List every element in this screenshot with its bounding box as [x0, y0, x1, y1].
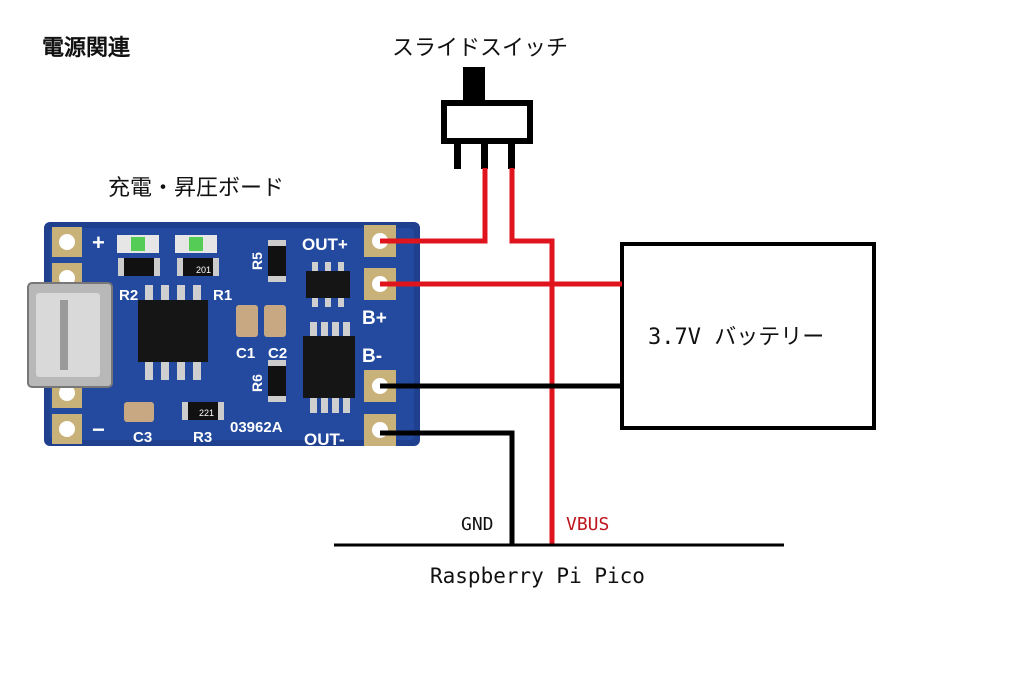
- charger-board-label: 充電・昇圧ボード: [108, 176, 285, 201]
- pcb-out-plus: OUT+: [302, 235, 348, 254]
- pcb-chip-201: 201: [196, 265, 211, 275]
- pcb-b-minus: B-: [362, 346, 382, 367]
- slide-switch-label: スライドスイッチ: [392, 36, 569, 61]
- black-wires: [380, 383, 622, 545]
- pcb-chip-221: 221: [199, 408, 214, 418]
- pcb-b-plus: B+: [362, 308, 387, 329]
- pcb-out-minus: OUT-: [304, 430, 345, 449]
- charger-board: + − OUT+ OUT- B+ B- R2 R1 C3 R3 C1 C2 03…: [27, 222, 420, 449]
- pcb-minus: −: [92, 417, 105, 442]
- gnd-label: GND: [461, 514, 494, 535]
- slide-switch: [441, 67, 533, 169]
- pcb-c2: C2: [268, 345, 287, 362]
- red-wires: [380, 168, 622, 545]
- pcb-r2: R2: [119, 287, 138, 304]
- pcb-plus: +: [92, 230, 105, 255]
- section-title: 電源関連: [42, 36, 131, 61]
- pcb-r5: R5: [249, 252, 265, 270]
- pcb-code: 03962A: [230, 419, 283, 436]
- pcb-c3: C3: [133, 429, 152, 446]
- battery-box: [620, 242, 876, 430]
- pcb-r3: R3: [193, 429, 212, 446]
- pcb-r6: R6: [249, 374, 265, 392]
- vbus-label: VBUS: [566, 514, 610, 535]
- pico-label: Raspberry Pi Pico: [430, 564, 645, 588]
- pcb-r1: R1: [213, 287, 232, 304]
- pcb-c1: C1: [236, 345, 255, 362]
- battery-label: 3.7V バッテリー: [648, 325, 825, 350]
